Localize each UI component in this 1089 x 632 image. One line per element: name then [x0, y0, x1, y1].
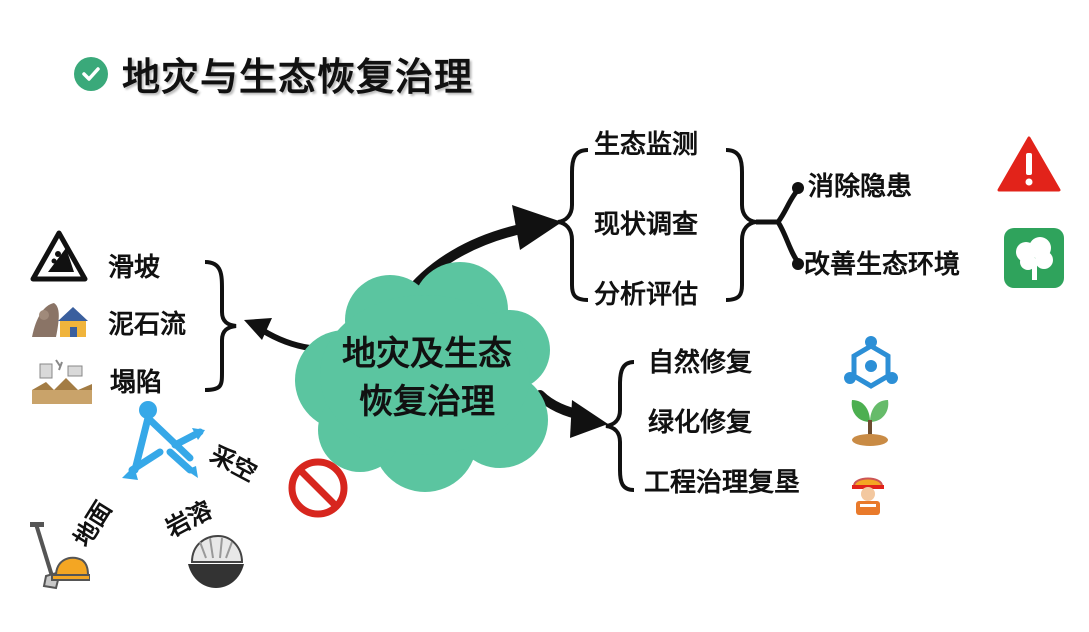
lower-item-engineering: 工程治理复垦	[644, 468, 801, 498]
left-item-debris-flow: 泥石流	[108, 310, 187, 340]
sprout-icon	[848, 392, 892, 452]
collapse-icon	[32, 358, 92, 410]
outcome-improve-ecology: 改善生态环境	[804, 250, 961, 280]
upper-item-survey: 现状调查	[594, 210, 699, 240]
network-icon	[842, 334, 900, 394]
arrow-down-head	[570, 400, 608, 438]
fork-dot-bottom	[792, 258, 804, 270]
shovel-helmet-icon	[26, 520, 91, 596]
no-sign-icon	[288, 458, 348, 518]
upper-brace	[557, 148, 589, 302]
fork-up	[775, 188, 800, 224]
hardhat-icon	[186, 532, 246, 602]
fork-dot-top	[792, 182, 804, 194]
left-item-landslide: 滑坡	[108, 253, 161, 283]
lower-brace	[605, 360, 635, 492]
center-line-1: 地灾及生态	[342, 334, 512, 374]
upper-item-assessment: 分析评估	[594, 280, 699, 310]
tripod-icon	[122, 401, 205, 480]
tree-icon	[1004, 228, 1064, 292]
debris-flow-icon	[30, 297, 90, 345]
arrow-up-head	[512, 205, 562, 250]
center-label: 地灾及生态 恢复治理	[322, 330, 532, 426]
center-cloud	[295, 262, 550, 492]
center-line-2: 恢复治理	[359, 382, 495, 422]
arrow-left-line	[260, 327, 311, 351]
check-icon	[74, 56, 108, 91]
arrow-left-head	[244, 318, 272, 340]
page-title: 地灾与生态恢复治理	[122, 55, 474, 99]
outcome-eliminate-hazards: 消除隐患	[808, 172, 913, 202]
warning-icon	[996, 135, 1062, 197]
title-row: 地灾与生态恢复治理	[74, 46, 473, 101]
left-item-collapse: 塌陷	[110, 368, 163, 398]
lower-item-greening: 绿化修复	[648, 408, 753, 438]
fork-down	[775, 220, 801, 264]
landslide-sign-icon	[30, 230, 88, 286]
upper-item-monitoring: 生态监测	[594, 130, 699, 160]
worker-icon	[848, 470, 888, 520]
left-brace	[204, 260, 237, 392]
upper-closing-brace	[725, 148, 757, 302]
lower-item-natural: 自然修复	[648, 348, 753, 378]
